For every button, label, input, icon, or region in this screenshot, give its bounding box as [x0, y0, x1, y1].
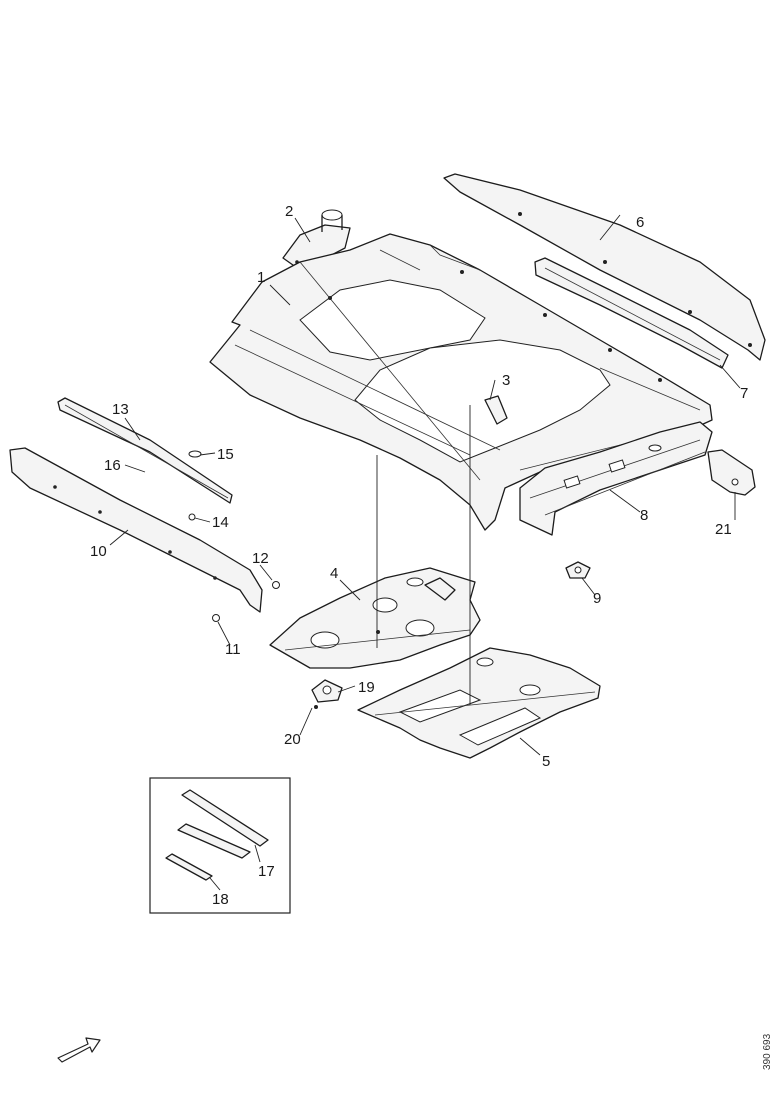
inset-box — [149, 777, 291, 914]
fastener-12 — [272, 581, 280, 589]
callout-7: 7 — [740, 385, 748, 402]
callout-17: 17 — [258, 863, 275, 880]
part-5-floor-plate — [357, 647, 601, 759]
callout-1: 1 — [257, 269, 265, 286]
callout-2: 2 — [285, 203, 293, 220]
callout-21: 21 — [715, 521, 732, 538]
callout-19: 19 — [358, 679, 375, 696]
part-4-floor-plate — [269, 567, 481, 669]
callout-16: 16 — [104, 457, 121, 474]
part-19-bracket — [311, 679, 343, 703]
callout-3: 3 — [502, 372, 510, 389]
part-9-nut — [565, 561, 591, 579]
reference-code: 390 693 — [762, 1033, 773, 1070]
fastener-11 — [212, 614, 220, 622]
part-21-plate — [707, 449, 756, 496]
part-10-side-panel — [9, 447, 263, 613]
direction-arrow-icon — [57, 1037, 101, 1063]
part-20-bolt — [314, 705, 318, 709]
fastener-15 — [188, 450, 202, 458]
fastener-14 — [188, 513, 196, 521]
callout-8: 8 — [640, 507, 648, 524]
callout-6: 6 — [636, 214, 644, 231]
callout-12: 12 — [252, 550, 269, 567]
callout-13: 13 — [112, 401, 129, 418]
callout-11: 11 — [225, 641, 241, 658]
callout-14: 14 — [212, 514, 229, 531]
callout-9: 9 — [593, 590, 601, 607]
callout-15: 15 — [217, 446, 234, 463]
callout-18: 18 — [212, 891, 229, 908]
callout-10: 10 — [90, 543, 107, 560]
part-13-rail — [57, 397, 233, 504]
callout-5: 5 — [542, 753, 550, 770]
part-6-rear-panel — [443, 173, 766, 361]
part-7-rail — [534, 257, 729, 369]
callout-4: 4 — [330, 565, 338, 582]
part-8-crossmember — [519, 421, 713, 536]
callout-20: 20 — [284, 731, 301, 748]
part-3-clip — [484, 395, 508, 425]
